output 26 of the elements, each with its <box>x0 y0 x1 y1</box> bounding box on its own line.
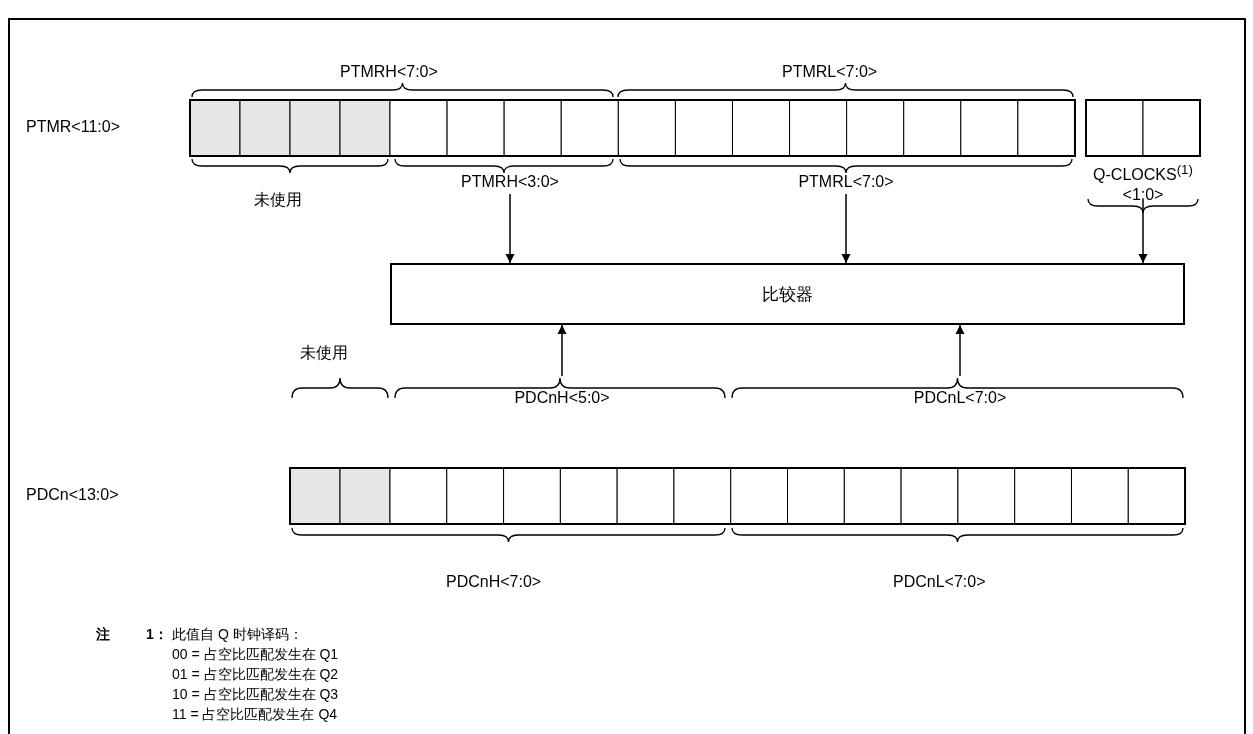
register-name: PDCn<13:0> <box>26 486 119 504</box>
field-label: PTMRL<7:0> <box>782 63 878 81</box>
arrow <box>1138 199 1148 264</box>
arrow <box>557 324 567 377</box>
field-label: 未使用 <box>254 190 302 210</box>
note-text: 01 = 占空比匹配发生在 Q2 <box>172 666 339 684</box>
note-text: 11 = 占空比匹配发生在 Q4 <box>172 706 338 724</box>
comparator-box: 比较器 <box>390 263 1185 325</box>
field-label: PTMRH<7:0> <box>340 63 438 81</box>
arrow <box>841 193 851 264</box>
note-text: 00 = 占空比匹配发生在 Q1 <box>172 646 339 664</box>
note-number: 1： <box>146 626 168 644</box>
note-heading: 注 <box>96 626 110 644</box>
field-label: PTMRL<7:0> <box>798 172 894 192</box>
note-text: 此值自 Q 时钟译码： <box>172 626 303 644</box>
field-label: PDCnH<5:0> <box>514 388 610 408</box>
field-label: PDCnL<7:0> <box>893 573 986 591</box>
arrow <box>955 324 965 377</box>
field-label: Q-CLOCKS$^{(1)}$ <1:0> <box>1092 161 1194 206</box>
field-label: PDCnH<7:0> <box>446 573 542 591</box>
note-text: 10 = 占空比匹配发生在 Q3 <box>172 686 339 704</box>
field-label: 未使用 <box>300 343 348 363</box>
arrow <box>505 193 515 264</box>
field-label: PDCnL<7:0> <box>913 388 1007 408</box>
field-label: PTMRH<3:0> <box>461 172 559 192</box>
register-name: PTMR<11:0> <box>26 118 120 136</box>
